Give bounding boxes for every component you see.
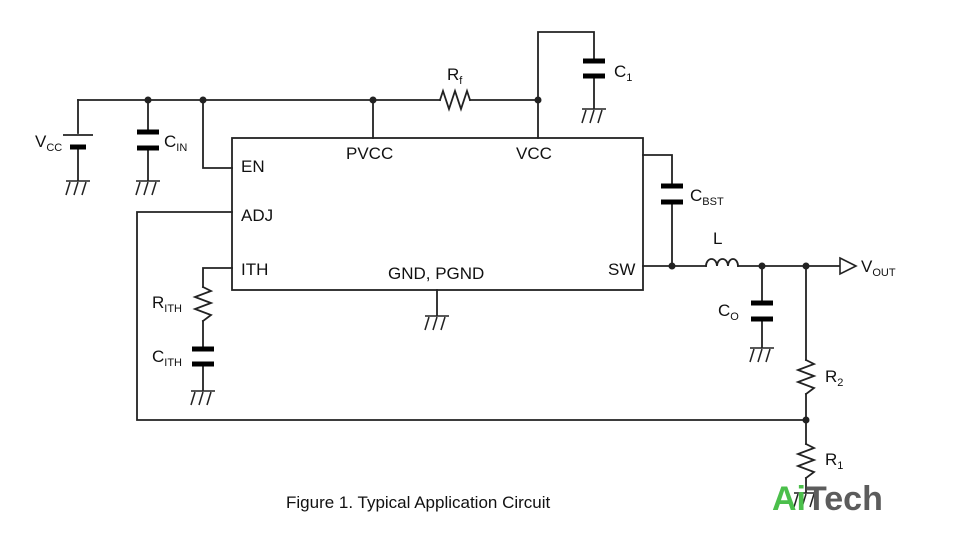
pin-pvcc-label: PVCC xyxy=(346,144,393,163)
co-label: CO xyxy=(718,301,739,323)
r1-label: R1 xyxy=(825,450,843,472)
ground-icon xyxy=(424,315,449,331)
ground-icon xyxy=(793,492,818,508)
vout-label: VOUT xyxy=(861,257,896,279)
cith-label: CITH xyxy=(152,347,182,369)
pin-sw-label: SW xyxy=(608,260,635,279)
pin-ith-label: ITH xyxy=(241,260,268,279)
r2-resistor xyxy=(795,358,817,396)
junction-dot xyxy=(758,262,766,270)
vcc-pin-wire xyxy=(537,31,595,139)
rf-label: Rf xyxy=(447,65,463,87)
rith-resistor xyxy=(192,285,214,323)
cbst-label: CBST xyxy=(690,186,724,208)
ground-icon xyxy=(581,108,606,124)
pin-adj-label: ADJ xyxy=(241,206,273,225)
inductor-coil xyxy=(705,258,739,267)
rith-label: RITH xyxy=(152,293,182,315)
vcc-source-label: VCC xyxy=(35,132,62,154)
ground-icon xyxy=(190,390,215,406)
pin-gnd-label: GND, PGND xyxy=(388,264,484,283)
ground-icon xyxy=(749,347,774,363)
vout-arrow-icon xyxy=(839,256,858,276)
svg-text:AiTech: AiTech xyxy=(772,480,883,518)
rf-resistor xyxy=(438,88,472,112)
junction-dot xyxy=(534,96,542,104)
ground-icon xyxy=(65,180,90,196)
adj-feedback-wire xyxy=(136,211,807,421)
inductor-label: L xyxy=(713,229,722,248)
figure-caption: Figure 1. Typical Application Circuit xyxy=(286,493,551,512)
pin-en-label: EN xyxy=(241,157,265,176)
r2-label: R2 xyxy=(825,367,843,389)
ith-wire xyxy=(202,267,233,391)
r1-resistor xyxy=(795,442,817,480)
junction-dot xyxy=(369,96,377,104)
junction-dot xyxy=(802,416,810,424)
junction-dot xyxy=(199,96,207,104)
cin-label: CIN xyxy=(164,132,187,154)
junction-dot xyxy=(802,262,810,270)
junction-dot xyxy=(144,96,152,104)
junction-dot xyxy=(668,262,676,270)
cbst-wire xyxy=(642,154,673,267)
pin-vcc-label: VCC xyxy=(516,144,552,163)
c1-label: C1 xyxy=(614,62,632,84)
en-wire xyxy=(202,99,233,169)
watermark-logo: AiTech xyxy=(772,480,883,518)
ground-icon xyxy=(135,180,160,196)
